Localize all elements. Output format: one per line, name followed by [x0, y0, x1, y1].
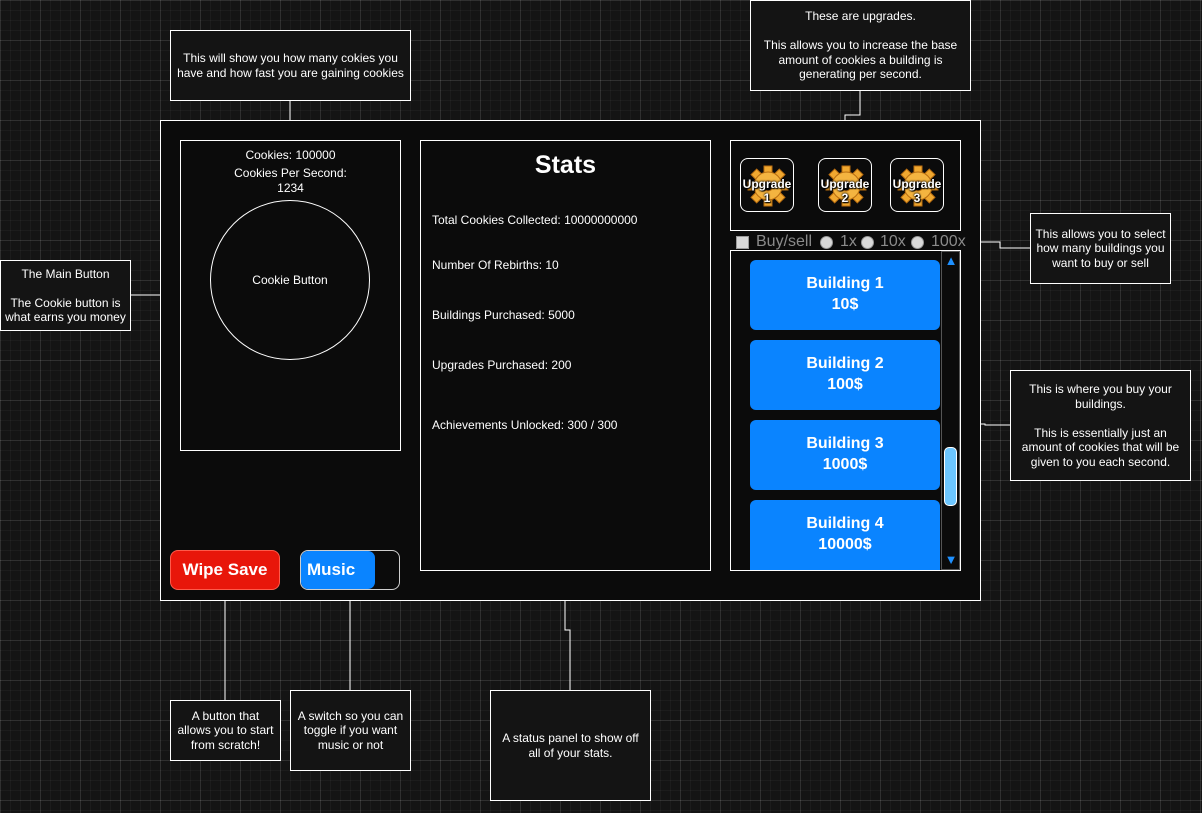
note-main-button: The Main Button The Cookie button is wha… — [0, 260, 131, 331]
cps-label: Cookies Per Second: — [234, 166, 347, 180]
stat-rebirths: Number Of Rebirths: 10 — [432, 258, 559, 272]
building-4-price: 10000$ — [818, 536, 872, 553]
stats-panel — [420, 140, 711, 571]
cookies-count: Cookies: 100000 — [245, 148, 336, 162]
stat-total-cookies: Total Cookies Collected: 10000000000 — [432, 213, 638, 227]
building-1-name: Building 1 — [806, 275, 884, 292]
arrow-selector — [970, 238, 1030, 249]
upgrade-1-word: Upgrade 1 — [742, 177, 792, 205]
radio-1x-label: 1x — [840, 233, 857, 250]
stat-buildings: Buildings Purchased: 5000 — [432, 308, 575, 322]
scrollbar-thumb[interactable] — [944, 447, 957, 506]
arrow-stats — [561, 571, 571, 690]
radio-100x-label: 100x — [931, 233, 966, 250]
note-stats: A status panel to show off all of your s… — [490, 690, 651, 801]
upgrade-2-word: Upgrade 2 — [820, 177, 870, 205]
building-2-button[interactable]: Building 2 100$ — [750, 340, 940, 410]
radio-10x[interactable] — [861, 236, 874, 249]
music-toggle-fill — [301, 551, 375, 589]
cookie-button[interactable]: Cookie Button — [210, 200, 370, 360]
music-toggle[interactable]: Music — [300, 550, 400, 590]
buy-sell-label: Buy/sell — [756, 233, 813, 250]
triangle-up-icon[interactable]: ▲ — [944, 253, 958, 268]
stats-title: Stats — [534, 151, 597, 179]
gear-icon — [897, 165, 939, 207]
building-4-button[interactable]: Building 4 10000$ — [750, 500, 940, 570]
radio-10x-label: 10x — [880, 233, 906, 250]
upgrade-3-word: Upgrade 3 — [892, 177, 942, 205]
note-wipe: A button that allows you to start from s… — [170, 700, 281, 761]
upgrade-1-label: Upgrade 1 — [741, 177, 793, 205]
upgrade-3-button[interactable]: Upgrade 3 — [890, 158, 944, 212]
gear-icon — [747, 165, 789, 207]
building-1-price: 10$ — [831, 296, 859, 313]
radio-100x[interactable] — [911, 236, 924, 249]
building-3-name: Building 3 — [806, 435, 884, 452]
note-counter: This will show you how many cokies you h… — [170, 30, 411, 101]
stat-upgrades: Upgrades Purchased: 200 — [432, 358, 572, 372]
upgrade-3-label: Upgrade 3 — [891, 177, 943, 205]
note-selector: This allows you to select how many build… — [1030, 213, 1171, 284]
gear-icon — [825, 165, 867, 207]
building-3-button[interactable]: Building 3 1000$ — [750, 420, 940, 490]
building-2-name: Building 2 — [806, 355, 884, 372]
note-upgrades: These are upgrades. This allows you to i… — [750, 0, 971, 91]
building-1-button[interactable]: Building 1 10$ — [750, 260, 940, 330]
building-3-price: 1000$ — [822, 456, 868, 473]
music-label: Music — [307, 560, 356, 579]
building-4-name: Building 4 — [806, 515, 884, 532]
radio-1x[interactable] — [820, 236, 833, 249]
cps-value: 1234 — [277, 181, 304, 195]
wipe-save-button[interactable]: Wipe Save — [170, 550, 280, 590]
scrollbar-track[interactable] — [941, 251, 960, 570]
building-2-price: 100$ — [827, 376, 863, 393]
upgrade-2-button[interactable]: Upgrade 2 — [818, 158, 872, 212]
buy-sell-checkbox[interactable] — [736, 236, 749, 249]
triangle-down-icon[interactable]: ▼ — [944, 552, 958, 567]
note-buildings: This is where you buy your buildings. Th… — [1010, 370, 1191, 481]
upgrade-1-button[interactable]: Upgrade 1 — [740, 158, 794, 212]
stat-achievements: Achievements Unlocked: 300 / 300 — [432, 418, 618, 432]
upgrade-2-label: Upgrade 2 — [819, 177, 871, 205]
note-music: A switch so you can toggle if you want m… — [290, 690, 411, 771]
